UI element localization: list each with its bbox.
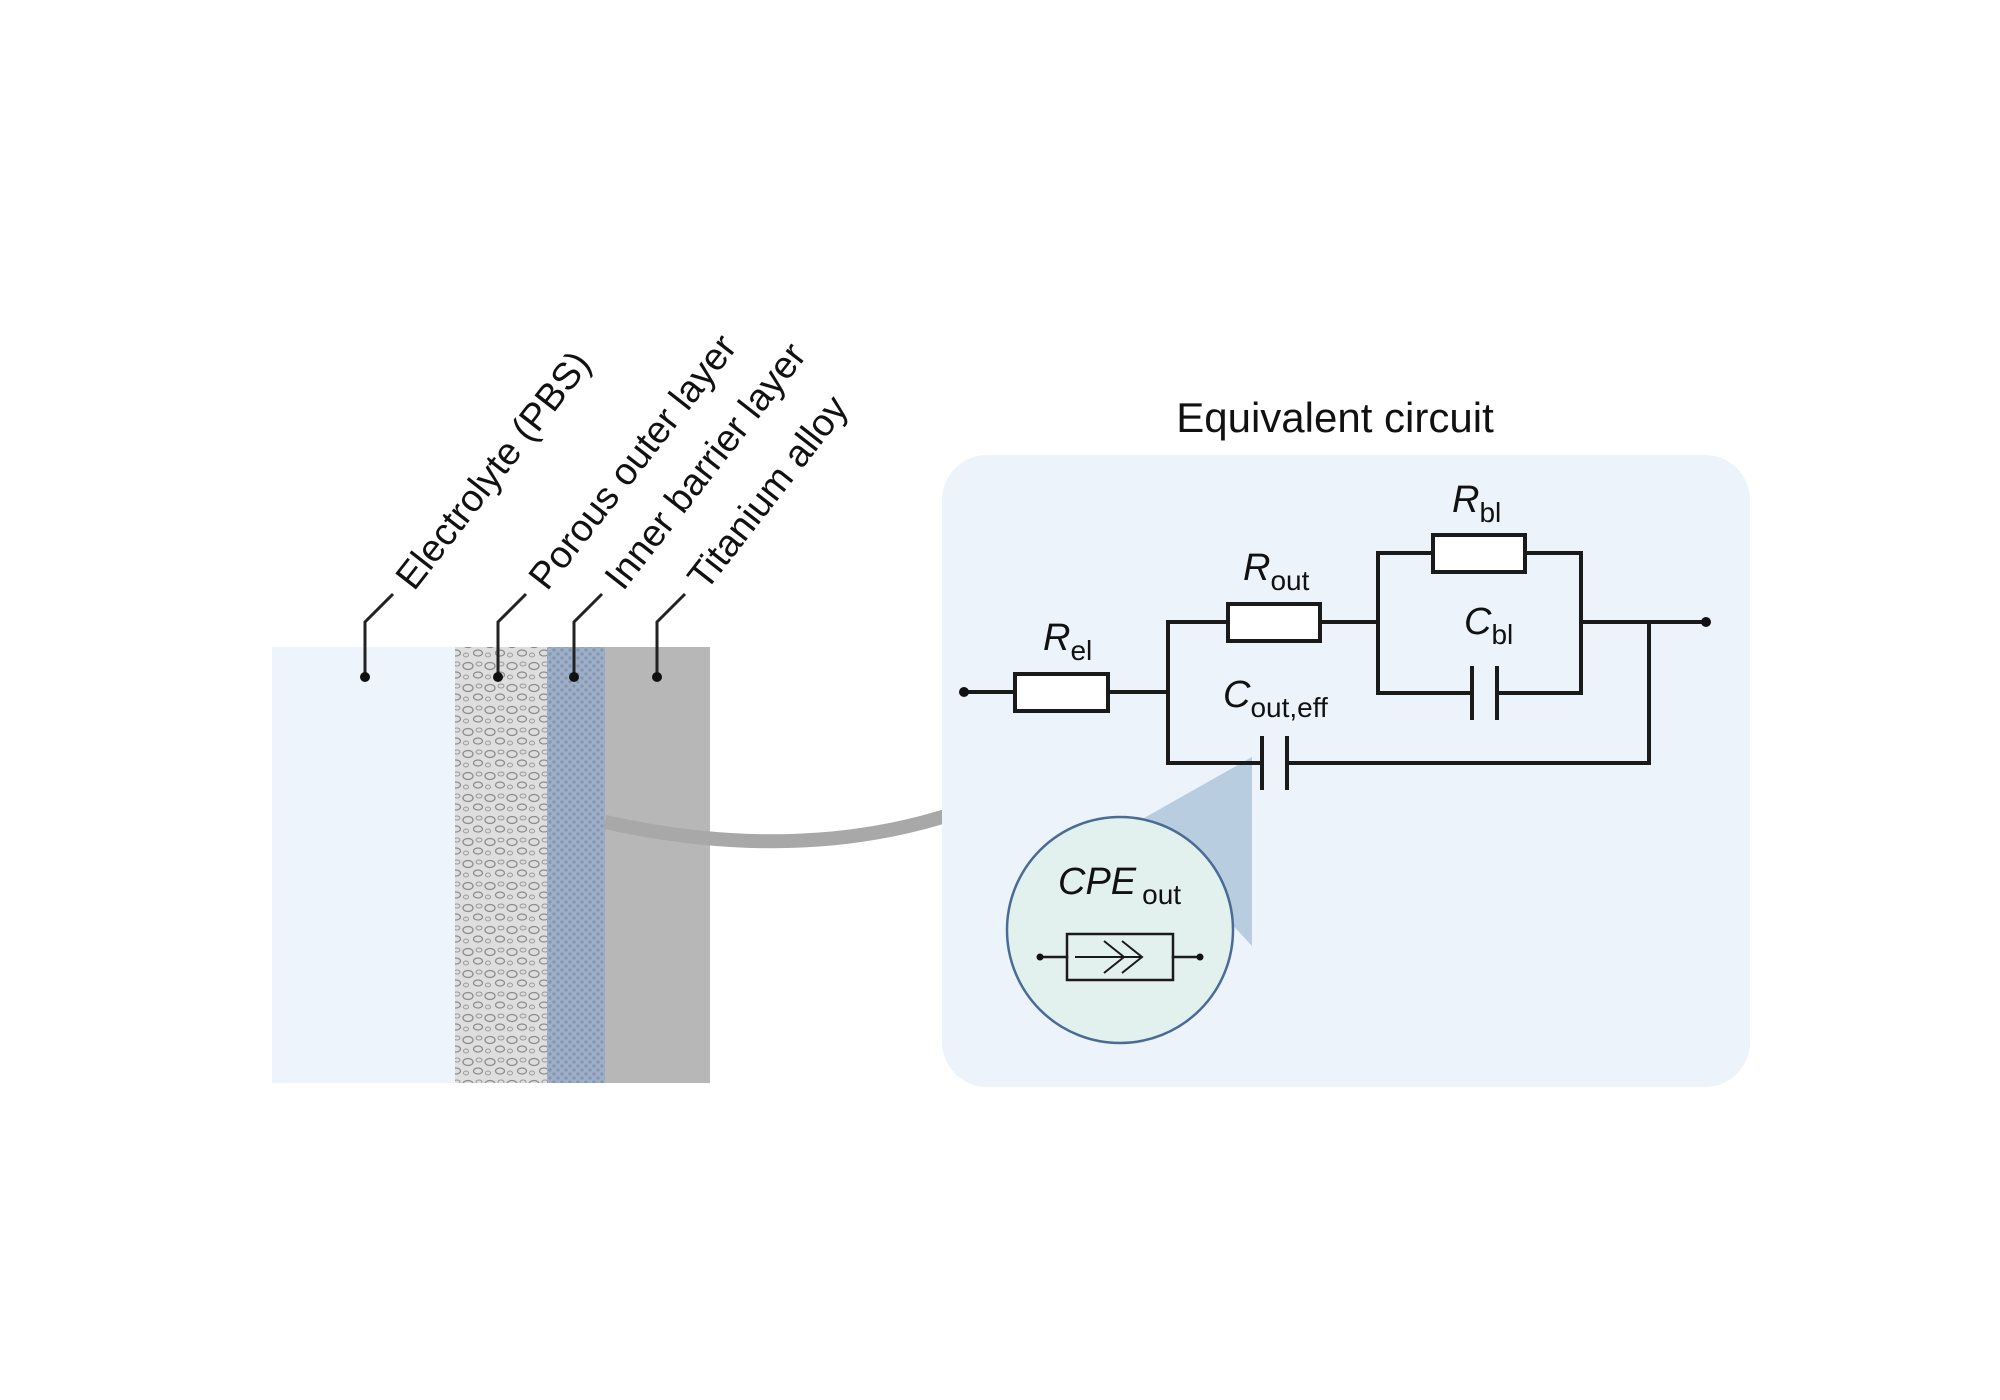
marker-porous [493,672,503,682]
capacitor-c-bl [1470,666,1499,720]
label-c-bl: Cbl [1464,601,1513,650]
resistor-r-el [1013,672,1110,713]
marker-barrier [569,672,579,682]
layer-stack [272,647,710,1083]
leader-lines [360,592,687,682]
cpe-element-icon [1036,932,1204,982]
resistor-r-out [1226,602,1322,643]
circuit-title: Equivalent circuit [1176,394,1494,441]
leader-barrier [572,592,604,677]
label-r-el: Rel [1043,617,1092,666]
porous-outer-layer [455,647,547,1083]
leader-electrolyte [363,592,395,677]
terminal-left [959,687,969,697]
resistor-r-bl [1431,533,1527,574]
label-c-out-eff: Cout,eff [1223,674,1328,723]
marker-titanium [652,672,662,682]
label-r-out: Rout [1243,547,1310,596]
marker-electrolyte [360,672,370,682]
titanium-alloy-layer [605,647,710,1083]
leader-titanium [655,592,687,677]
cpe-callout-circle [1005,815,1235,1045]
label-r-bl: Rbl [1452,479,1501,528]
terminal-right [1701,617,1711,627]
electrolyte-layer [272,647,455,1083]
leader-porous [496,592,528,677]
circuit-wires [962,551,1708,765]
capacitor-c-out-eff [1260,736,1289,790]
inner-barrier-layer [547,647,605,1083]
